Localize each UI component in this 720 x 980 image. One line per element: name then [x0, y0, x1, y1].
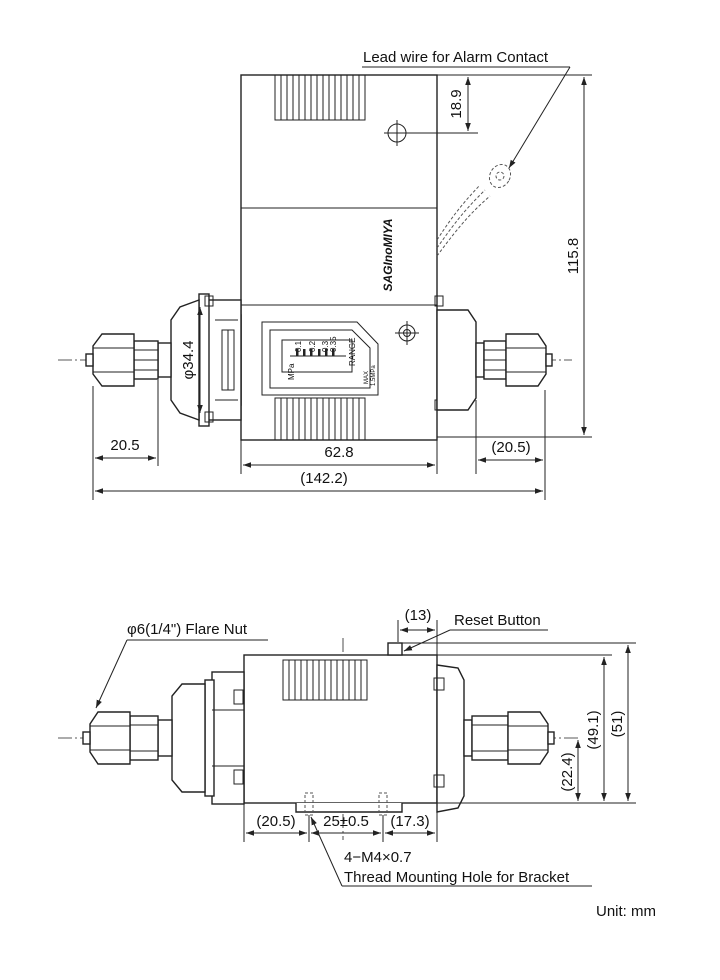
scale-mark-01: 0.1	[294, 340, 303, 352]
dim-phi-34-4: φ34.4	[180, 341, 197, 380]
dim-20-5-bottom: (20.5)	[256, 813, 295, 830]
dim-115-8: 115.8	[565, 238, 582, 274]
dim-51: (51)	[609, 711, 626, 738]
dim-22-4: (22.4)	[559, 752, 576, 791]
right-port-body	[436, 309, 477, 411]
mounting-hole-icon	[395, 321, 419, 345]
scale-max-bottom: 1.5MPa	[371, 365, 377, 386]
scale-unit: MPa	[287, 363, 296, 380]
dim-17-3: (17.3)	[390, 813, 429, 830]
right-flare-nut	[483, 333, 553, 387]
dim-142-2: (142.2)	[300, 470, 348, 487]
dim-20-5-right: (20.5)	[491, 439, 530, 456]
left-port-body	[170, 298, 200, 422]
thread-description: Thread Mounting Hole for Bracket	[344, 869, 570, 886]
dim-18-9: 18.9	[448, 89, 465, 118]
bracket-base	[295, 803, 403, 813]
side-housing	[243, 654, 438, 804]
unit-label: Unit: mm	[596, 903, 656, 920]
scale-mark-035: 0.35	[329, 336, 338, 352]
top-view: SAGInoMIYA MPa 0.1 0.2 0.3 0.35 RANGE MA…	[58, 49, 592, 500]
scale-mark-02: 0.2	[308, 340, 317, 352]
top-grip-ribs	[274, 74, 366, 121]
dim-62-8: 62.8	[324, 444, 353, 461]
left-flare-nut	[85, 333, 159, 387]
scale-mark-03: 0.3	[321, 340, 330, 352]
switch-housing	[240, 74, 438, 441]
scale-ticks	[296, 349, 335, 356]
dim-49-1: (49.1)	[585, 710, 602, 749]
lead-wire	[436, 163, 512, 257]
brand-logo: SAGInoMIYA	[381, 218, 395, 291]
reset-button	[387, 642, 403, 656]
flare-nut-label: φ6(1/4") Flare Nut	[127, 621, 248, 638]
side-flare-nut	[89, 711, 131, 765]
scale-range-label: RANGE	[348, 338, 357, 366]
side-view: φ6(1/4") Flare Nut Reset Button (13) (49…	[58, 607, 636, 887]
dim-13: (13)	[405, 607, 432, 624]
mounting-hole-icon	[384, 120, 410, 146]
side-grip-ribs	[282, 659, 368, 701]
lead-wire-label: Lead wire for Alarm Contact	[363, 49, 549, 66]
pressure-scale-window	[261, 321, 379, 396]
thread-spec: 4−M4×0.7	[344, 849, 412, 866]
bottom-grip-ribs	[274, 397, 366, 441]
dim-25: 25±0.5	[323, 813, 369, 830]
dim-20-5-left: 20.5	[110, 437, 139, 454]
reset-button-label: Reset Button	[454, 612, 541, 629]
scale-max-top: MAX	[364, 371, 370, 384]
